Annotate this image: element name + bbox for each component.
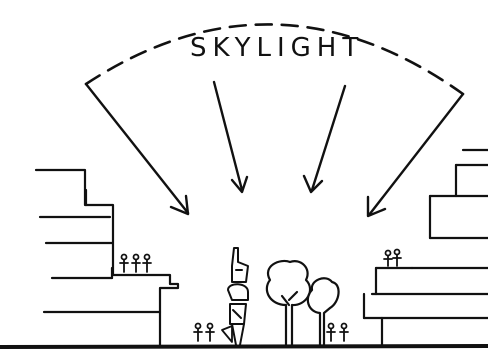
- central-sculpture: [228, 248, 248, 345]
- left-balcony-people: [120, 255, 151, 273]
- skylight-label: SKYLIGHT: [190, 33, 364, 63]
- arrow-left-outer: [86, 84, 188, 213]
- tree-small: [308, 278, 339, 345]
- left-building: [36, 170, 178, 345]
- right-balcony-people: [384, 250, 401, 267]
- daylight-arrows: [86, 82, 463, 216]
- right-building: [364, 150, 488, 345]
- arrow-left-inner: [214, 82, 242, 190]
- ground-line: [0, 346, 488, 347]
- arrow-right-inner: [312, 86, 345, 190]
